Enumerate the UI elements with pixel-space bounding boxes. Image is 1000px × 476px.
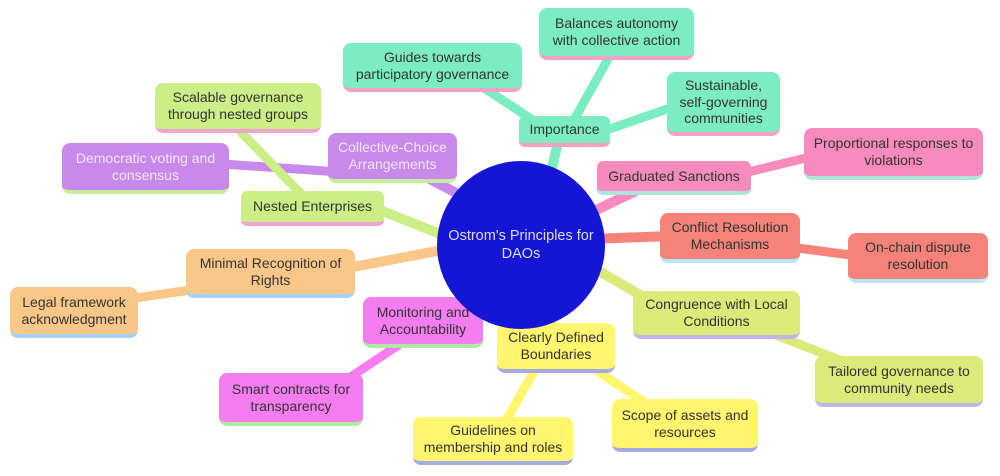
node-onchain-dispute-resolution: On-chain dispute resolution bbox=[848, 233, 988, 283]
node-sustainable-communities: Sustainable, self-governing communities bbox=[667, 72, 780, 136]
node-collective-choice-arrangements: Collective-Choice Arrangements bbox=[328, 133, 457, 183]
edge-nested-enterprises-scalable-governance bbox=[228, 119, 312, 205]
node-minimal-recognition-rights: Minimal Recognition of Rights bbox=[186, 249, 355, 298]
node-congruence-local-conditions: Congruence with Local Conditions bbox=[633, 291, 800, 339]
node-root-ostroms-principles: Ostrom's Principles for DAOs bbox=[437, 161, 605, 329]
node-nested-enterprises: Nested Enterprises bbox=[241, 191, 384, 226]
node-guides-participatory-governance: Guides towards participatory governance bbox=[343, 43, 522, 92]
node-smart-contracts-transparency: Smart contracts for transparency bbox=[219, 373, 363, 426]
node-tailored-governance: Tailored governance to community needs bbox=[815, 356, 983, 407]
node-importance: Importance bbox=[519, 116, 610, 147]
node-conflict-resolution-mechanisms: Conflict Resolution Mechanisms bbox=[660, 213, 800, 263]
edge-root-conflict-resolution bbox=[587, 231, 675, 244]
node-proportional-responses: Proportional responses to violations bbox=[804, 128, 983, 180]
node-democratic-voting: Democratic voting and consensus bbox=[62, 143, 229, 194]
edge-importance-balances bbox=[565, 47, 617, 132]
node-clearly-defined-boundaries: Clearly Defined Boundaries bbox=[497, 323, 615, 373]
node-scope-assets-resources: Scope of assets and resources bbox=[612, 399, 758, 452]
node-graduated-sanctions: Graduated Sanctions bbox=[597, 161, 751, 195]
node-scalable-governance: Scalable governance through nested group… bbox=[155, 83, 321, 133]
node-guidelines-membership-roles: Guidelines on membership and roles bbox=[413, 417, 573, 465]
node-legal-framework-acknowledgment: Legal framework acknowledgment bbox=[10, 287, 138, 338]
edge-graduated-sanctions-proportional-responses bbox=[739, 151, 819, 178]
edge-boundaries-guidelines-membership bbox=[499, 361, 542, 429]
edge-conflict-resolution-onchain-dispute bbox=[785, 242, 863, 261]
node-balances-autonomy: Balances autonomy with collective action bbox=[539, 8, 694, 60]
edge-importance-sustainable bbox=[593, 101, 681, 138]
